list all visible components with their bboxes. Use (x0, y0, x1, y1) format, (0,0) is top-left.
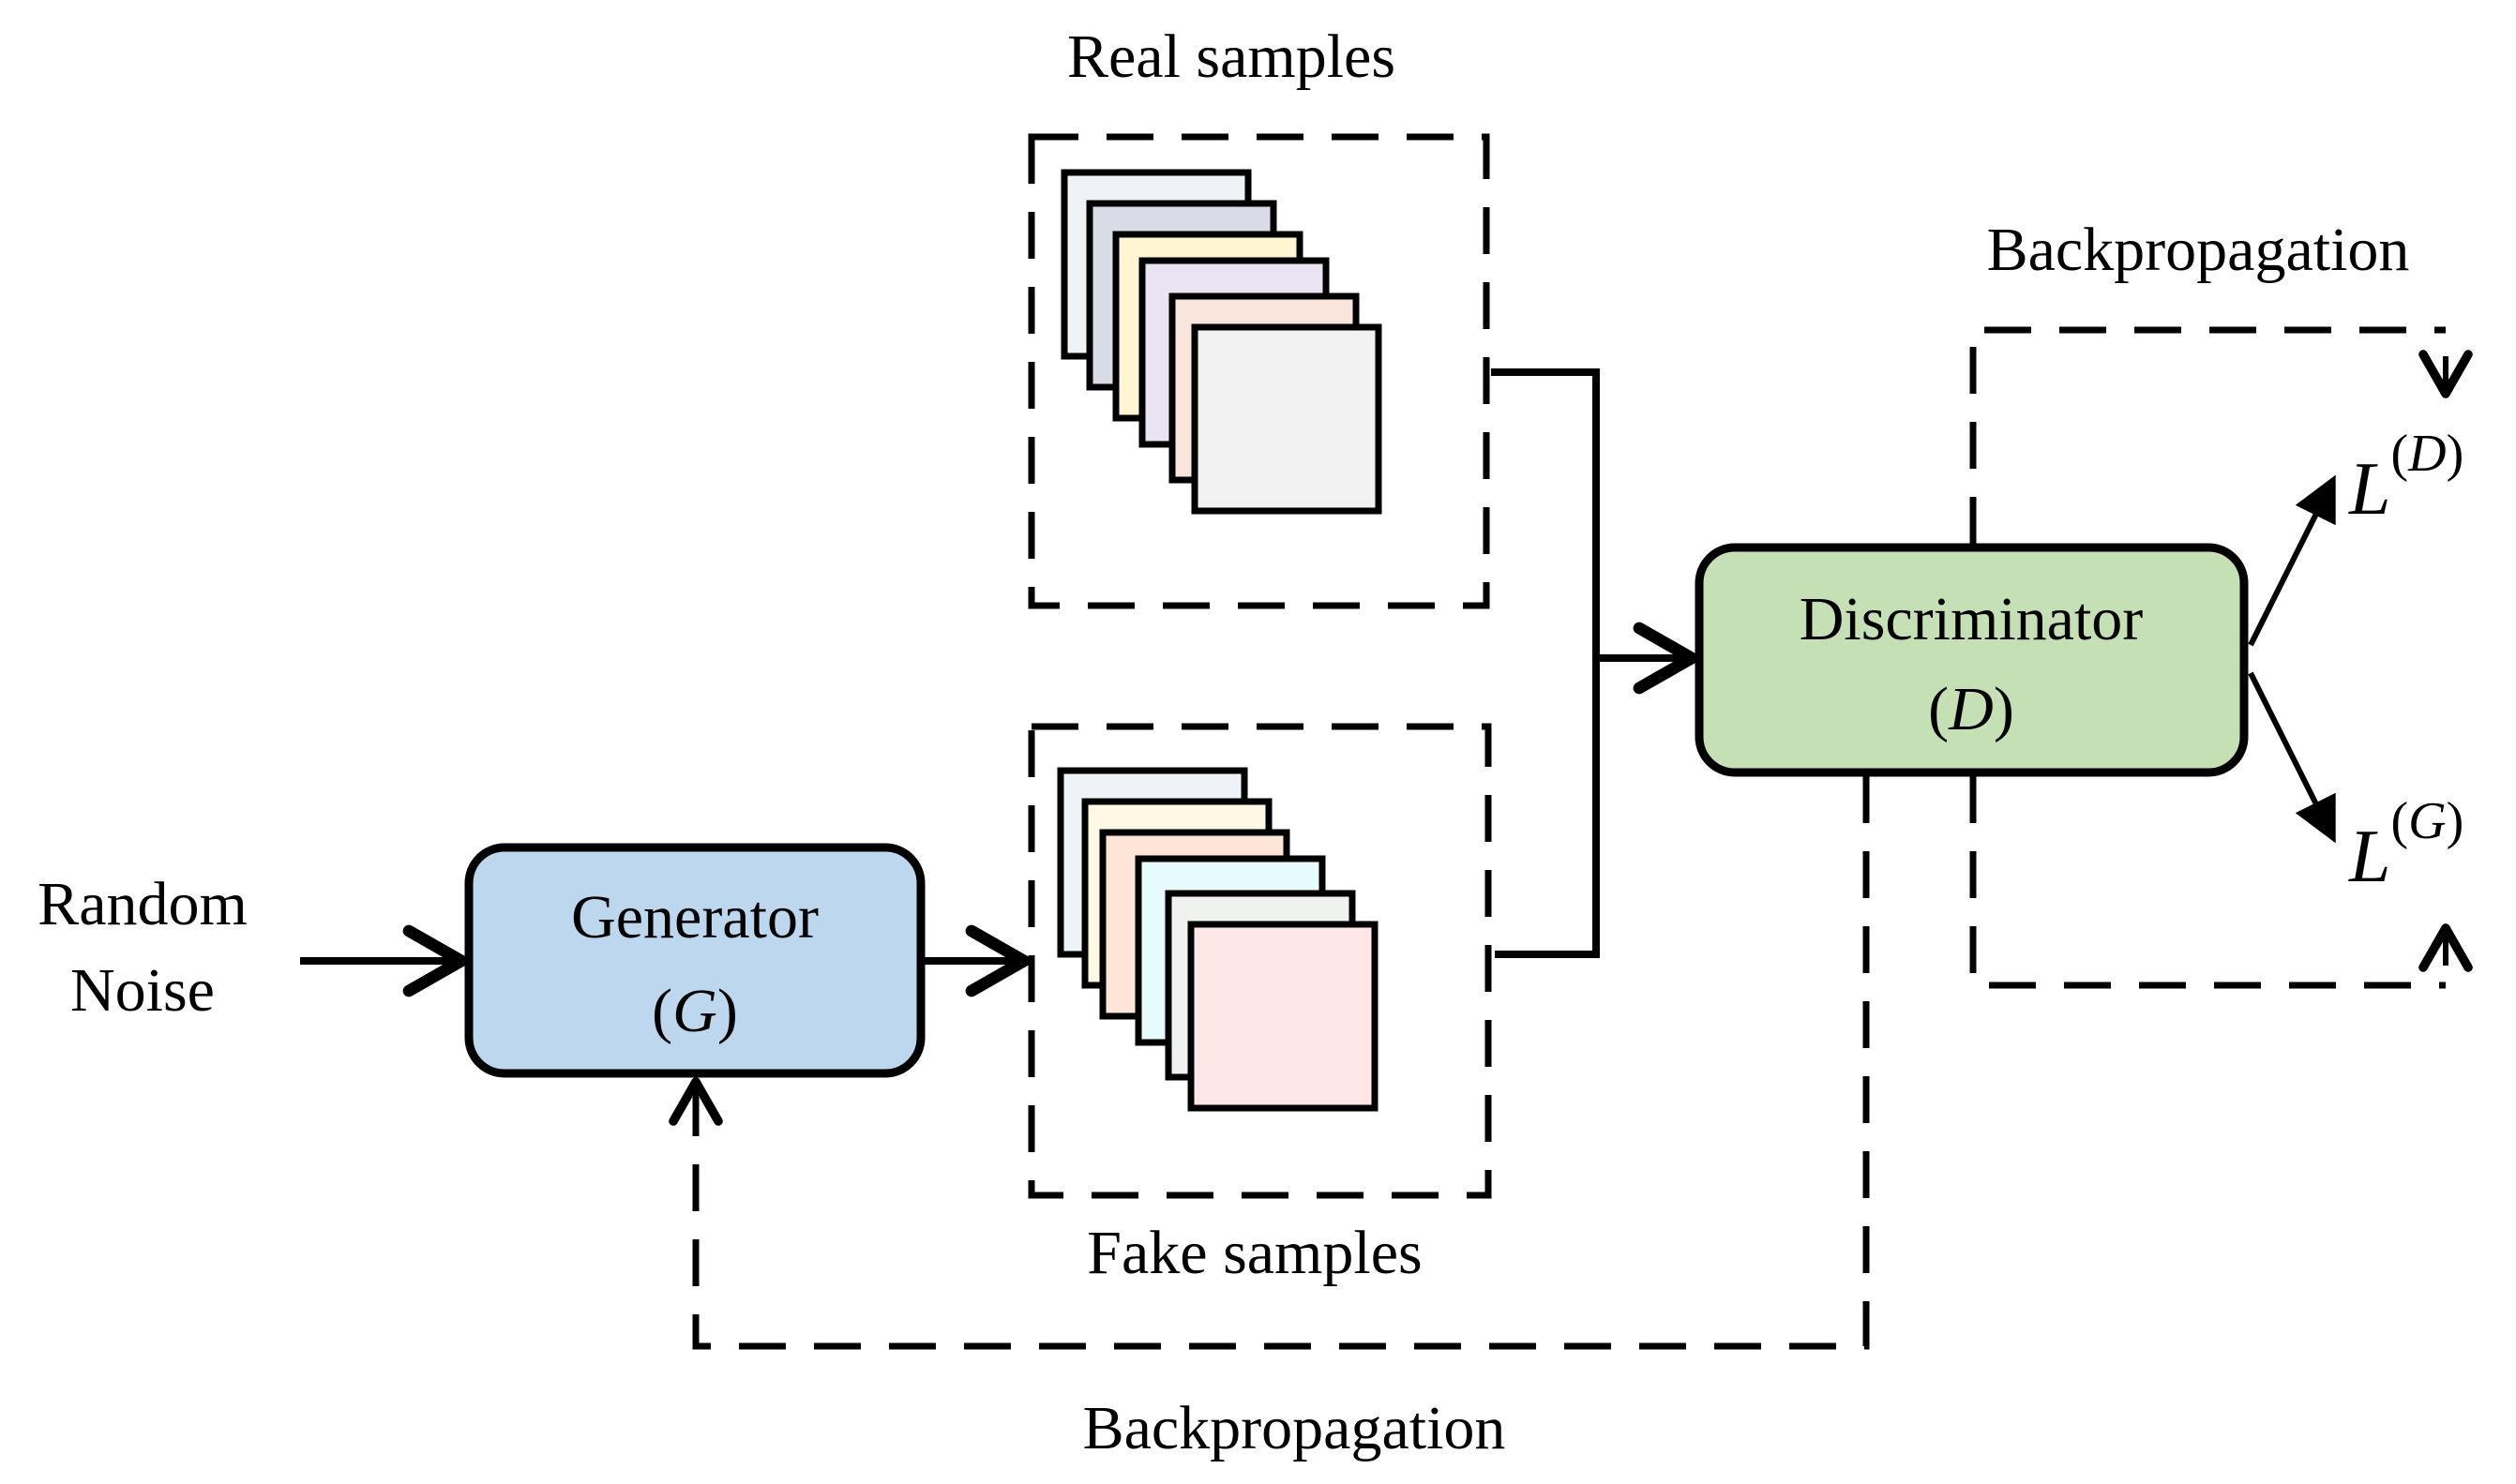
fake-sample-card (1187, 921, 1379, 1112)
random-noise-line1: Random (38, 870, 248, 938)
backprop-bottom-label: Backpropagation (1083, 1394, 1506, 1462)
backprop-top-label: Backpropagation (1987, 216, 2410, 284)
generator-block: Generator (G) (464, 843, 926, 1078)
loss-g-label: L(G) (2348, 792, 2463, 898)
discriminator-label: Discriminator (1800, 585, 2144, 653)
random-noise-label: Random Noise (38, 870, 248, 1025)
fake-samples-label: Fake samples (1087, 1219, 1422, 1287)
discriminator-block: Discriminator (D) (1695, 543, 2249, 777)
generator-symbol: (G) (652, 977, 738, 1045)
real-sample-card (1191, 323, 1382, 515)
fake-samples-container (1028, 723, 1492, 1199)
random-noise-line2: Noise (70, 956, 215, 1025)
discriminator-to-loss-d-arrow (2248, 474, 2336, 647)
backprop-to-generator-path (692, 776, 1870, 1350)
real-to-merge-connector (1491, 368, 1600, 958)
real-samples-stack (1061, 169, 1382, 515)
generator-label: Generator (571, 883, 819, 952)
loss-d-label: L(D) (2348, 425, 2463, 531)
fake-samples-stack (1057, 767, 1379, 1112)
real-samples-label: Real samples (1067, 22, 1395, 91)
discriminator-to-loss-g-arrow (2248, 671, 2336, 844)
discriminator-symbol: (D) (1928, 675, 2014, 743)
real-samples-container (1028, 133, 1490, 609)
backprop-loop-top (1969, 326, 2446, 544)
